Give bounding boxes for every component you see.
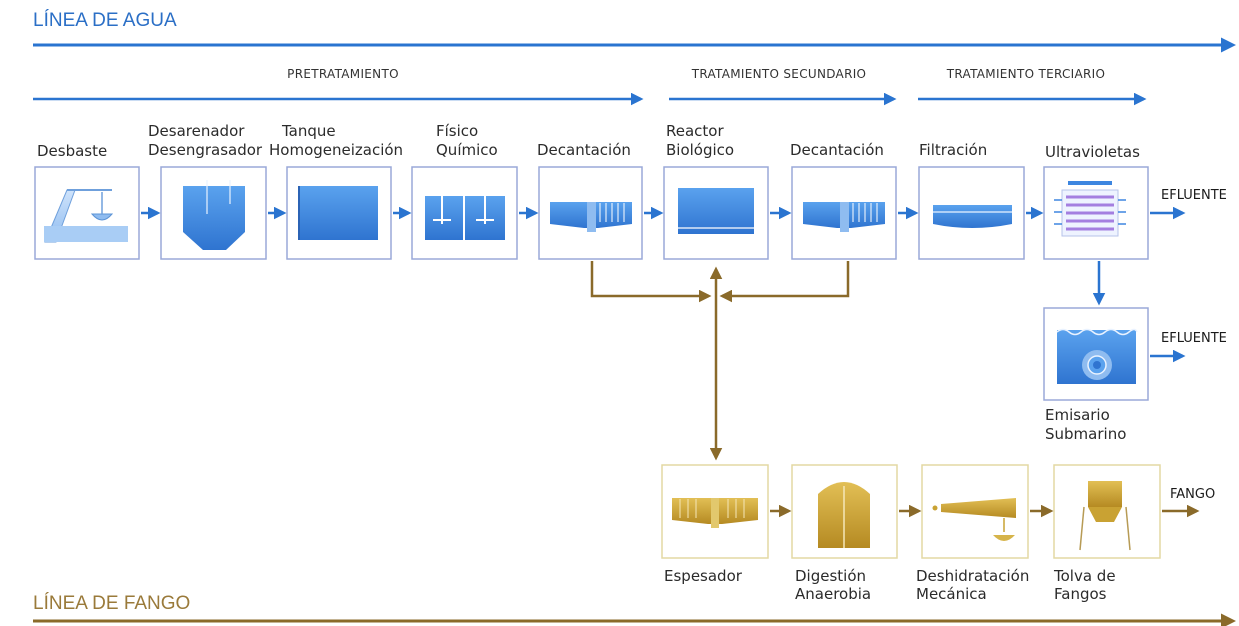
water-line-title: LÍNEA DE AGUA <box>33 10 177 31</box>
label-emisario: Emisario Submarino <box>1045 406 1126 443</box>
unit-emisario-submarino <box>1043 307 1149 401</box>
label-espesador: Espesador <box>664 567 743 585</box>
label-tolva: Tolva de Fangos <box>1053 567 1120 603</box>
unit-desbaste <box>34 166 140 260</box>
label-ultravioletas: Ultravioletas <box>1045 143 1140 161</box>
unit-deshidratacion-mecanica <box>921 464 1029 559</box>
label-fisico: Físico Químico <box>436 122 498 159</box>
label-tanque: Tanque Homogeneización <box>269 122 403 159</box>
unit-digestion-anaerobia <box>791 464 898 559</box>
label-desarenador: Desarenador Desengrasador <box>148 122 263 159</box>
unit-filtracion <box>918 166 1025 260</box>
unit-tanque <box>286 166 392 260</box>
label-deshidratacion: Deshidratación Mecánica <box>916 567 1034 603</box>
label-decantacion-2: Decantación <box>790 141 884 159</box>
unit-desarenador <box>160 166 267 260</box>
unit-decantacion-2 <box>791 166 897 260</box>
label-reactor: Reactor Biológico <box>666 122 734 159</box>
phase-pretreatment-label: PRETRATAMIENTO <box>287 67 399 81</box>
unit-tolva-fangos <box>1053 464 1161 559</box>
water-flow-arrows <box>141 206 1186 363</box>
unit-espesador <box>661 464 769 559</box>
label-digestion: Digestión Anaerobia <box>795 567 871 603</box>
unit-fisico-quimico <box>411 166 518 260</box>
unit-decantacion-1 <box>538 166 643 260</box>
phase-tertiary-label: TRATAMIENTO TERCIARIO <box>946 67 1106 81</box>
phase-secondary-label: TRATAMIENTO SECUNDARIO <box>691 67 867 81</box>
label-desbaste: Desbaste <box>37 142 107 160</box>
unit-ultravioletas <box>1043 166 1149 260</box>
label-filtracion: Filtración <box>919 141 987 159</box>
decantacion-1-sludge-line <box>590 261 712 303</box>
decantacion-2-sludge-line <box>719 261 850 303</box>
unit-reactor-biologico <box>663 166 769 260</box>
effluent-2-label: EFLUENTE <box>1161 331 1227 346</box>
label-decantacion-1: Decantación <box>537 141 631 159</box>
effluent-1-label: EFLUENTE <box>1161 188 1227 203</box>
sludge-output-label: FANGO <box>1170 487 1215 502</box>
sludge-collection-lines <box>590 261 850 461</box>
sludge-line-title: LÍNEA DE FANGO <box>33 593 190 614</box>
